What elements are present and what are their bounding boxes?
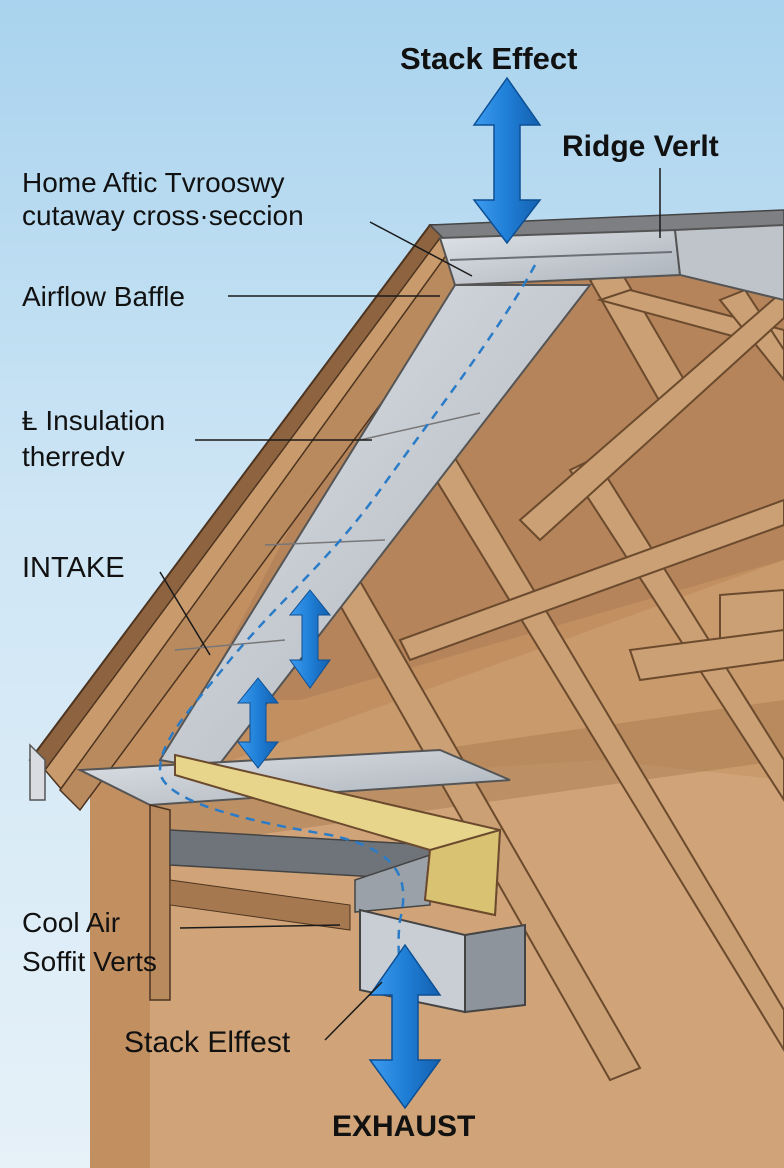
cool-air-label-line-1: Cool Air [22, 907, 121, 938]
insulation-label-line-2: therredv [22, 441, 125, 472]
double-arrow-upper [288, 589, 332, 689]
insulation-batt [174, 753, 502, 917]
ridge-vent-label: Ridge Verlt [562, 130, 719, 163]
title-line-1: Home Aftic Tvrooswy [22, 167, 285, 198]
rafters [318, 268, 784, 1082]
stack-effect-arrow-top [472, 76, 542, 245]
stack-effect-bottom-label: Stack Elffest [124, 1026, 291, 1059]
airflow-baffle-label: Airflow Baffle [22, 281, 185, 312]
title-line-2: cutaway cross·seccion [22, 200, 304, 231]
airflow-baffle [158, 284, 593, 772]
exhaust-label: EXHAUST [332, 1110, 476, 1143]
double-arrow-lower [236, 677, 280, 769]
exhaust-arrow-bottom [368, 943, 442, 1110]
roof-deck [28, 209, 784, 812]
airflow-path [158, 264, 537, 1001]
ridge-vent [438, 223, 784, 302]
leader-lines [159, 168, 661, 1041]
stack-effect-top-label: Stack Effect [400, 41, 578, 76]
cool-air-label-line-2: Soffit Verts [22, 946, 157, 977]
insulation-label-line-1: Ⱡ Insulation [22, 405, 166, 436]
intake-label: INTAKE [22, 552, 125, 584]
